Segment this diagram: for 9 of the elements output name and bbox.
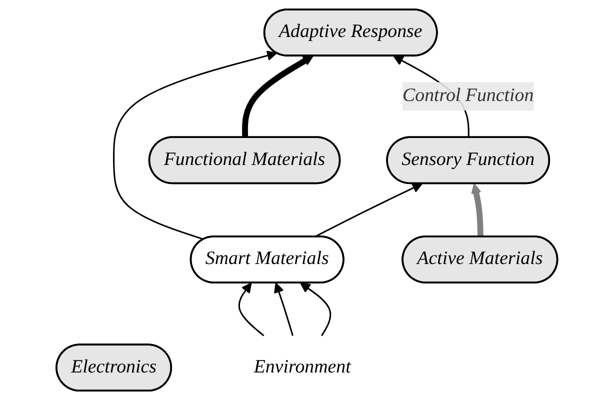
arrow	[300, 282, 331, 336]
arrow	[242, 56, 313, 138]
arrow	[274, 282, 294, 336]
arrow	[314, 183, 422, 238]
arrow	[112, 50, 277, 240]
arrow	[470, 183, 484, 238]
edge-label: Control Function	[402, 86, 534, 106]
arrow	[238, 282, 264, 336]
node-text: Environment	[253, 356, 350, 378]
